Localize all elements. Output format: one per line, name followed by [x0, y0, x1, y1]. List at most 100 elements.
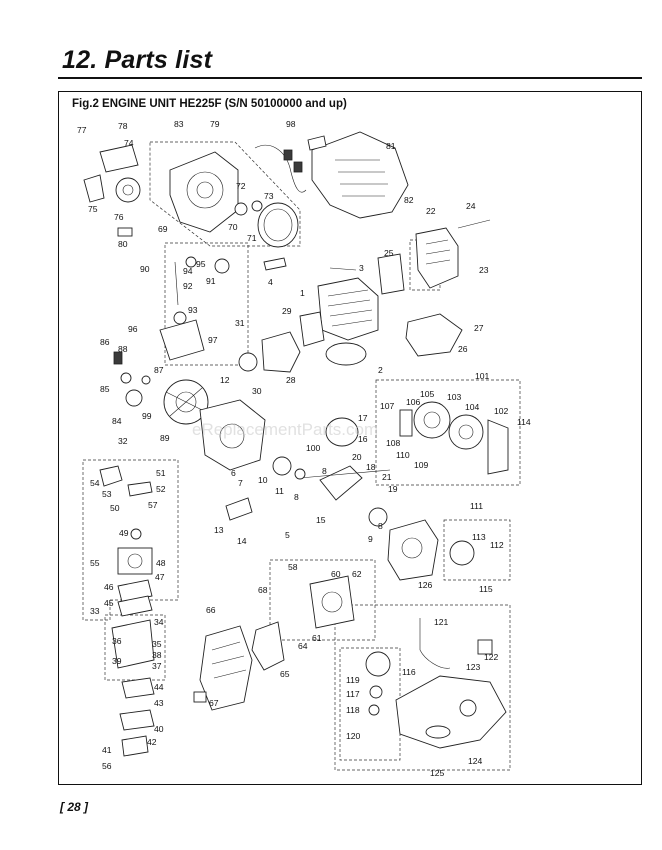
page-number-value: 28 — [67, 800, 81, 814]
callout-111: 112 — [490, 540, 504, 550]
callout-37: 37 — [152, 661, 162, 671]
callout-95: 96 — [128, 324, 138, 334]
callout-101: 102 — [494, 406, 509, 416]
callout-110: 111 — [470, 501, 483, 511]
callout-78: 79 — [210, 119, 220, 129]
callout-88: 89 — [160, 433, 170, 443]
callout-16: 16 — [358, 434, 368, 444]
callout-119: 120 — [346, 731, 361, 741]
callout-30: 30 — [252, 386, 262, 396]
callout-49: 49 — [119, 528, 129, 538]
callout-120: 121 — [434, 617, 449, 627]
callout-53: 53 — [102, 489, 112, 499]
title-rule — [58, 77, 642, 79]
callout-31: 31 — [235, 318, 245, 328]
callout-109: 110 — [396, 450, 410, 460]
callout-124: 125 — [430, 768, 445, 778]
callout-27: 27 — [474, 323, 484, 333]
callout-46: 46 — [104, 582, 114, 592]
callout-45: 45 — [104, 598, 114, 608]
callout-118: 119 — [346, 675, 360, 685]
part-drawings — [83, 131, 509, 757]
callout-75: 76 — [114, 212, 124, 222]
callout-116: 117 — [346, 689, 360, 699]
callout-82: 83 — [174, 119, 184, 129]
callout-4: 4 — [268, 277, 273, 287]
callout-122: 123 — [466, 662, 481, 672]
callout-18: 18 — [366, 462, 376, 472]
callout-17: 17 — [358, 413, 368, 423]
callout-22: 22 — [426, 206, 436, 216]
callout-93: 94 — [183, 266, 193, 276]
callout-41: 41 — [102, 745, 112, 755]
callout-44: 44 — [154, 682, 164, 692]
callout-87: 88 — [118, 344, 128, 354]
callout-117: 118 — [346, 705, 360, 715]
callout-113: 114 — [517, 417, 531, 427]
callout-106: 107 — [380, 401, 395, 411]
callout-19: 19 — [388, 484, 398, 494]
callout-103: 104 — [465, 402, 480, 412]
callout-42: 42 — [147, 737, 157, 747]
callout-3: 3 — [359, 263, 364, 273]
callout-62: 62 — [352, 569, 362, 579]
callout-104: 105 — [420, 389, 435, 399]
callout-85: 86 — [100, 337, 110, 347]
callout-7: 7 — [238, 478, 243, 488]
callout-34: 34 — [154, 617, 164, 627]
callout-25: 25 — [384, 248, 394, 258]
callout-9: 9 — [368, 534, 373, 544]
callout-38: 38 — [152, 650, 162, 660]
callout-8: 8 — [322, 466, 327, 476]
callout-15: 15 — [316, 515, 326, 525]
callout-58: 58 — [288, 562, 298, 572]
callout-77: 78 — [118, 121, 128, 131]
callout-43: 43 — [154, 698, 164, 708]
watermark: eReplacementParts.com — [192, 420, 378, 439]
callout-57: 57 — [148, 500, 158, 510]
callout-125: 126 — [418, 580, 433, 590]
callout-89: 90 — [140, 264, 150, 274]
callout-labels: 77 78 74 75 76 80 83 79 69 72 73 70 71 9… — [77, 119, 531, 778]
callout-24: 24 — [466, 201, 476, 211]
callout-66: 67 — [209, 698, 219, 708]
callout-56: 56 — [102, 761, 112, 771]
page-title: 12. Parts list — [62, 46, 213, 74]
callout-5: 5 — [285, 530, 290, 540]
callout-36: 36 — [112, 636, 122, 646]
callout-52: 52 — [156, 484, 166, 494]
callout-48: 48 — [156, 558, 166, 568]
callout-50: 50 — [110, 503, 120, 513]
callout-115: 116 — [402, 667, 416, 677]
diagram-frame — [58, 91, 642, 785]
callout-99: 100 — [306, 443, 321, 453]
callout-108: 109 — [414, 460, 429, 470]
callout-112: 113 — [472, 532, 486, 542]
callout-28: 28 — [286, 375, 296, 385]
callout-90: 91 — [206, 276, 216, 286]
callout-60: 60 — [331, 569, 341, 579]
callout-14: 14 — [237, 536, 247, 546]
callout-81: 82 — [404, 195, 414, 205]
page-number: [ 28 ] — [60, 800, 89, 814]
callout-39: 39 — [112, 656, 122, 666]
callout-86: 87 — [154, 365, 164, 375]
callout-55: 55 — [90, 558, 100, 568]
callout-61: 61 — [312, 633, 322, 643]
callout-64: 65 — [280, 669, 290, 679]
callout-63: 64 — [298, 641, 308, 651]
callout-51: 51 — [156, 468, 166, 478]
callout-92: 93 — [188, 305, 198, 315]
callout-100: 101 — [475, 371, 490, 381]
callout-26: 26 — [458, 344, 468, 354]
callout-1: 1 — [300, 288, 305, 298]
callout-10: 10 — [258, 475, 268, 485]
callout-74: 75 — [88, 204, 98, 214]
callout-97: 98 — [286, 119, 296, 129]
callout-6: 6 — [231, 468, 236, 478]
callout-2: 2 — [378, 365, 383, 375]
callout-47: 47 — [155, 572, 165, 582]
callout-72: 73 — [264, 191, 274, 201]
callout-107: 108 — [386, 438, 401, 448]
